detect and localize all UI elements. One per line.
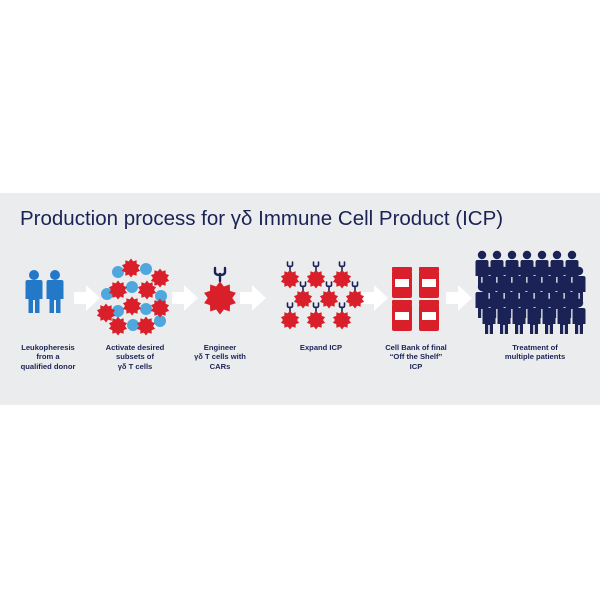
caption-line: γδ T cells with: [194, 352, 246, 362]
patient-icon: [572, 298, 586, 334]
caption-line: “Off the Shelf”: [389, 352, 443, 362]
caption-line: Expand ICP: [299, 343, 343, 352]
patient-icon: [512, 298, 526, 334]
caption-line: Leukopheresis: [21, 343, 75, 352]
caption-line: ICP: [409, 361, 423, 371]
caption-line: γδ T cells: [117, 361, 153, 371]
caption-line: Treatment of: [512, 343, 558, 352]
step-caption-5: Cell Bank of final “Off the Shelf” ICP: [376, 343, 456, 371]
car-t-cell-icon: [204, 266, 236, 315]
caption-line: Cell Bank of final: [385, 343, 447, 352]
cell-cluster-icon: [96, 258, 170, 336]
expanded-cells-icon: [280, 261, 365, 330]
patient-icon: [527, 298, 541, 334]
crowd-icon: [475, 250, 586, 334]
step-caption-2: Activate desired subsets of γδ T cells: [95, 343, 175, 371]
caption-line: qualified donor: [20, 361, 76, 371]
arrow-icon: [74, 285, 100, 311]
arrow-icon: [362, 285, 388, 311]
patient-icon: [542, 298, 556, 334]
vials-icon: [392, 267, 439, 331]
arrow-icon: [446, 285, 472, 311]
caption-line: from a: [36, 352, 60, 362]
step-caption-3: Engineer γδ T cells with CARs: [182, 343, 258, 371]
caption-line: Activate desired: [105, 343, 165, 352]
arrow-icon: [240, 285, 266, 311]
caption-line: subsets of: [116, 352, 154, 362]
page-title: Production process for γδ Immune Cell Pr…: [20, 207, 504, 230]
step-caption-4: Expand ICP: [283, 343, 359, 352]
patient-icon: [497, 298, 511, 334]
arrow-icon: [172, 285, 198, 311]
caption-line: multiple patients: [504, 352, 566, 362]
patient-icon: [482, 298, 496, 334]
step-caption-1: Leukopheresis from a qualified donor: [8, 343, 88, 371]
caption-line: CARs: [209, 361, 231, 371]
patient-icon: [557, 298, 571, 334]
step-caption-6: Treatment of multiple patients: [490, 343, 580, 362]
donor-people-icon: [25, 270, 64, 313]
caption-line: Engineer: [203, 343, 237, 352]
